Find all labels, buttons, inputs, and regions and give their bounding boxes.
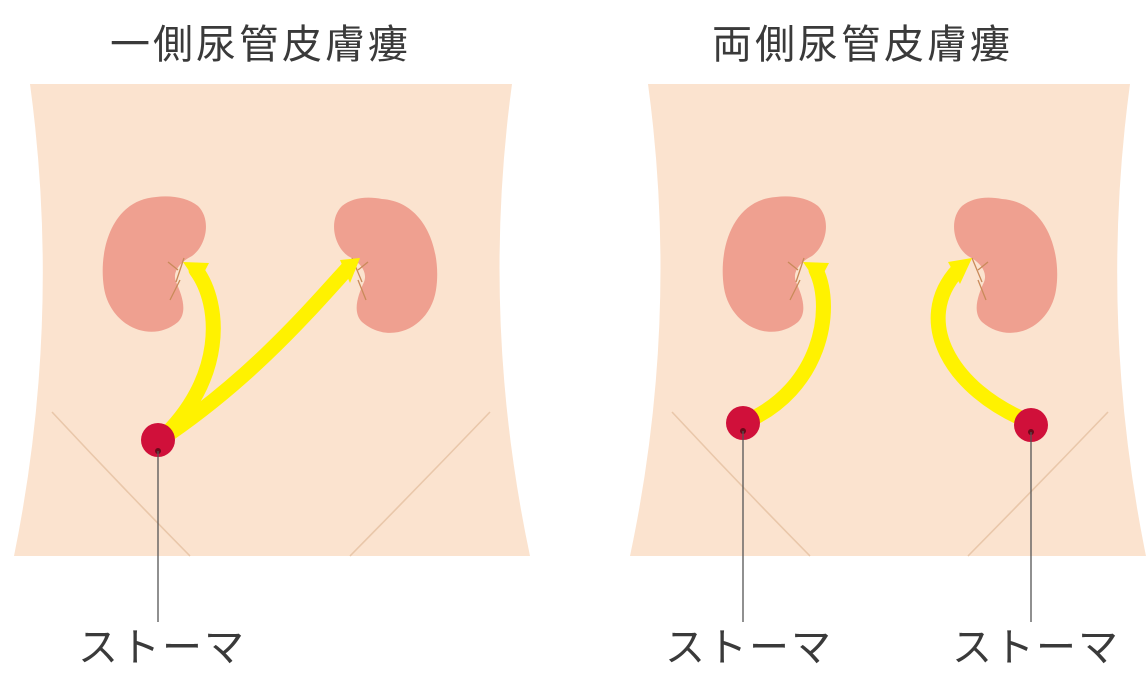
torso-left <box>14 84 530 556</box>
stoma-label-right-2: ストーマ <box>952 615 1120 673</box>
torso-right <box>630 84 1146 556</box>
stoma-label-left: ストーマ <box>78 615 246 673</box>
stoma-label-right-1: ストーマ <box>665 615 833 673</box>
left-panel <box>14 84 530 622</box>
right-panel <box>630 84 1146 622</box>
